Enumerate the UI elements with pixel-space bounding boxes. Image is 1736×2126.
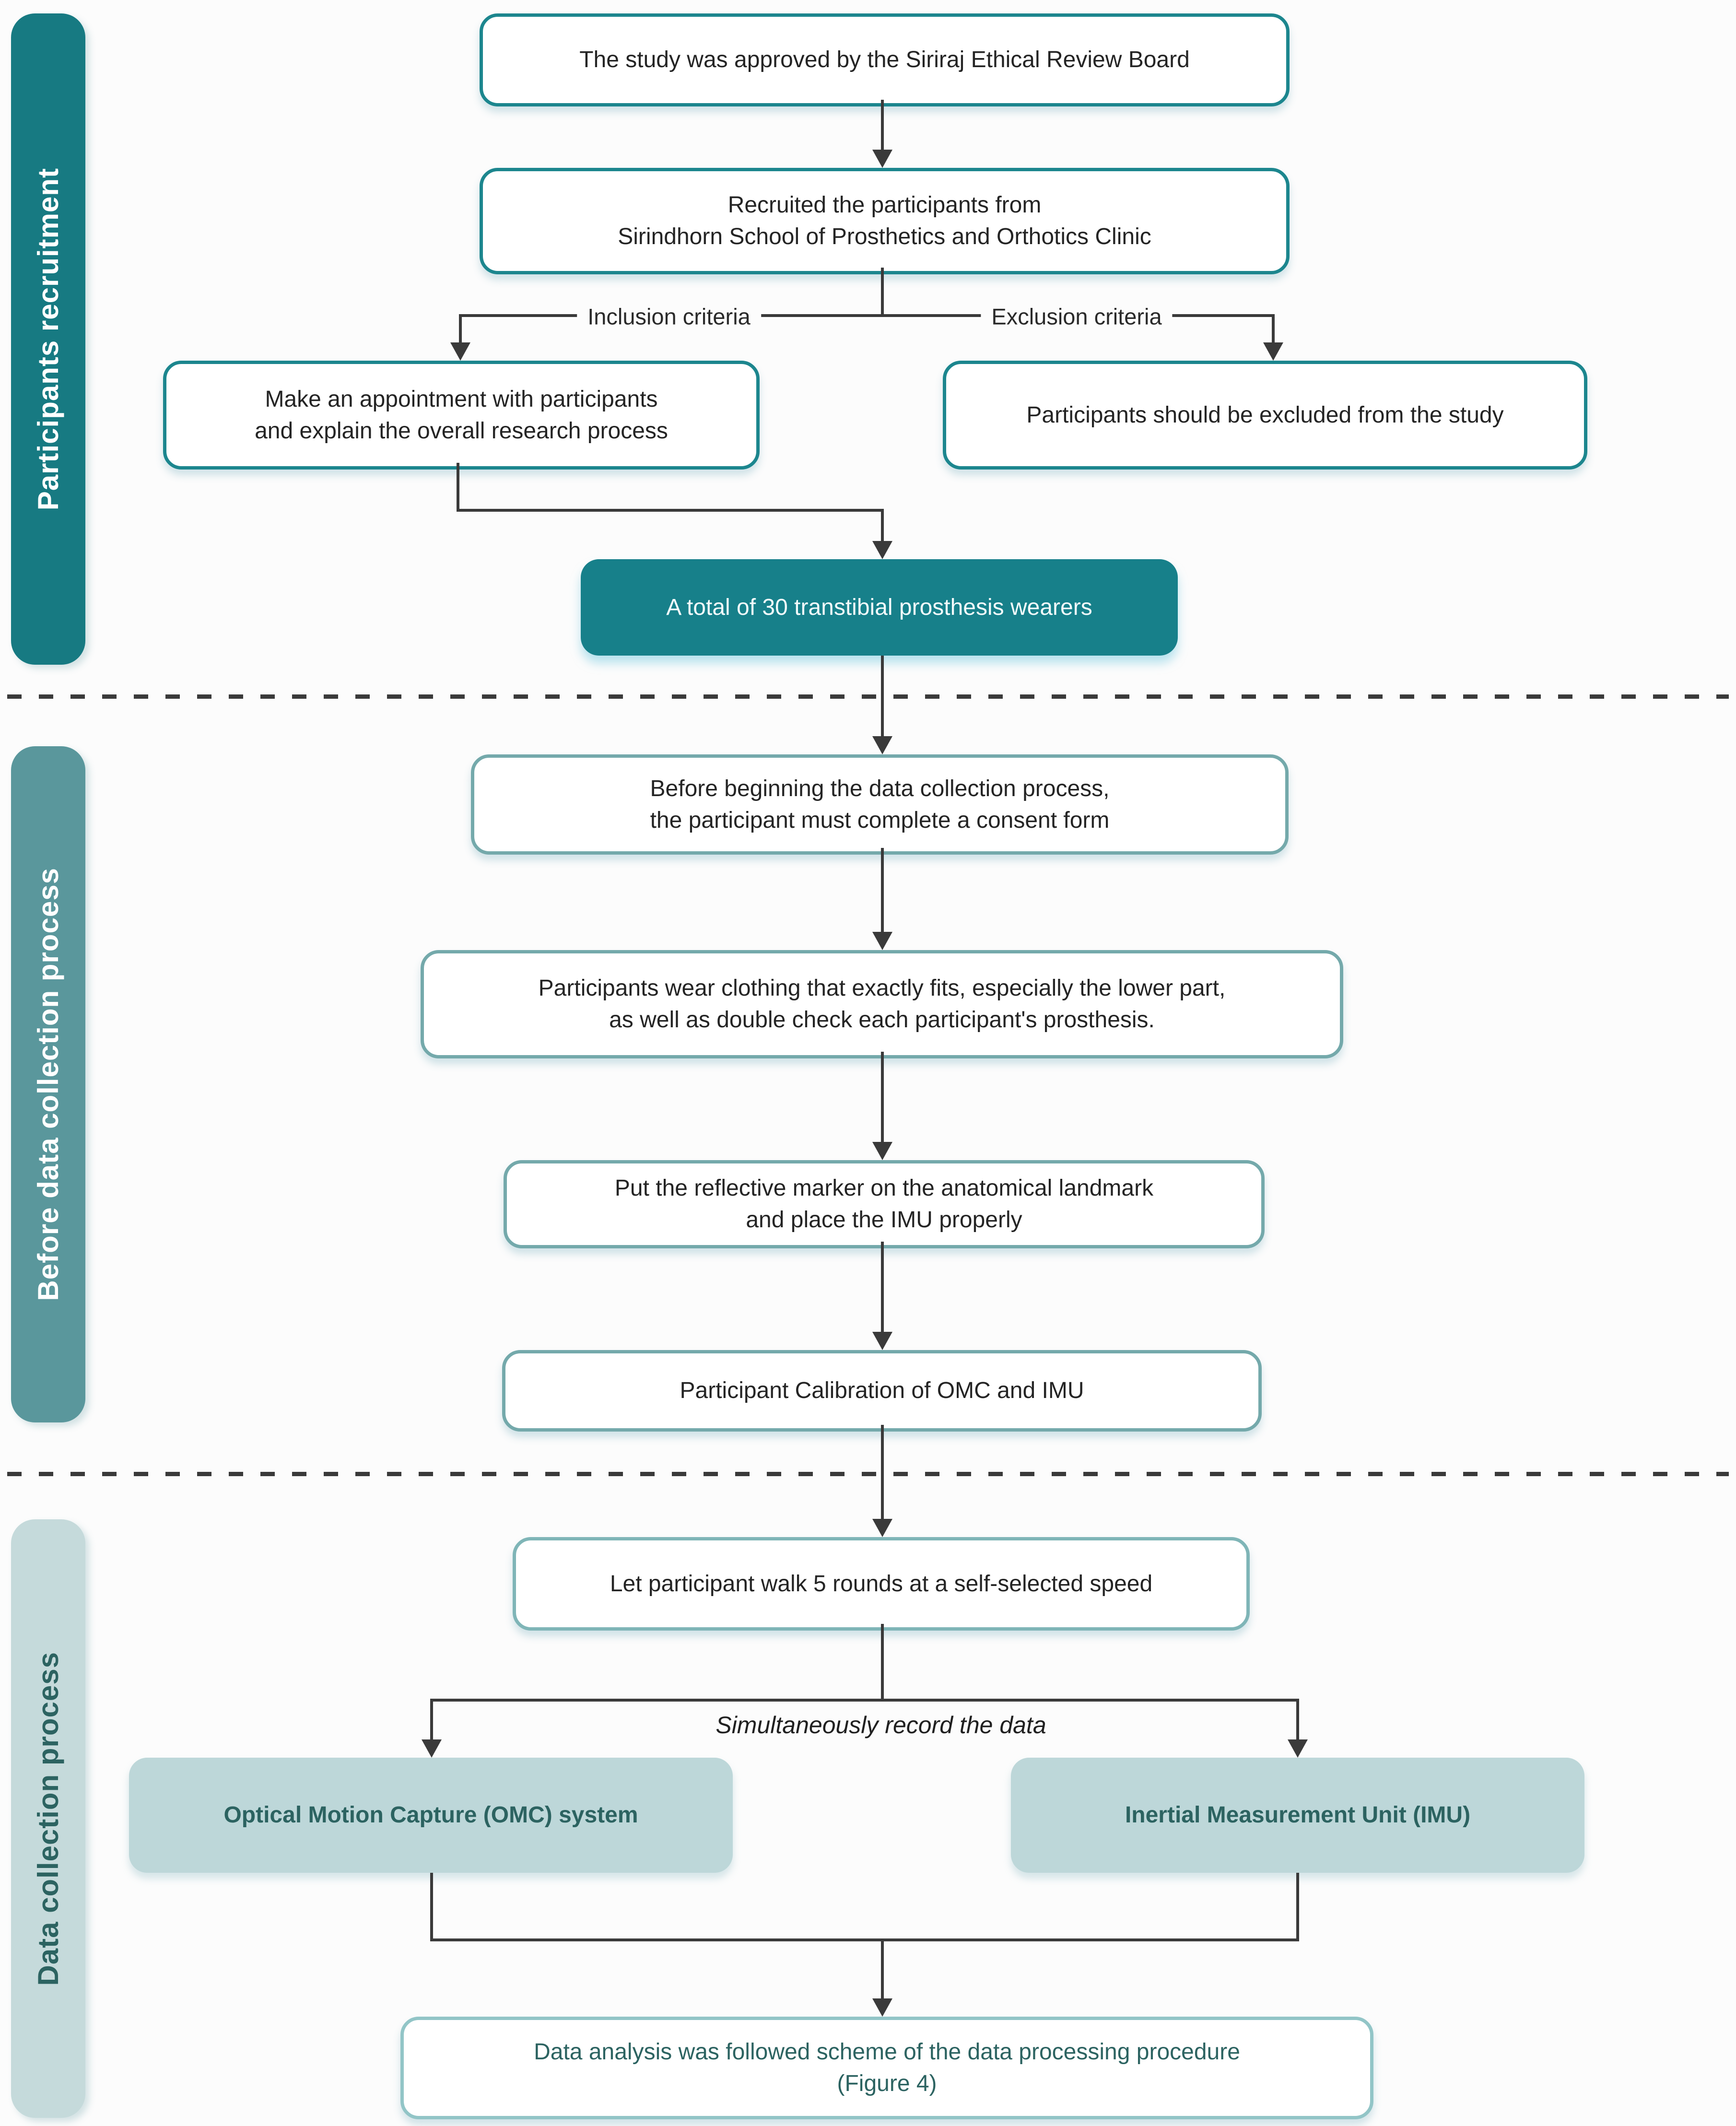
node-text: Data analysis was followed scheme of the… — [534, 2039, 1240, 2065]
node-text: Sirindhorn School of Prosthetics and Ort… — [618, 224, 1151, 249]
node-text: Recruited the participants from — [727, 192, 1042, 218]
connector-line — [430, 1938, 1299, 1941]
arrowhead-down — [872, 150, 892, 168]
connector-line — [430, 1699, 433, 1740]
connector-line — [1296, 1873, 1299, 1941]
node-text: Optical Motion Capture (OMC) system — [223, 1802, 638, 1828]
branch-label-exclusion-criteria: Exclusion criteria — [981, 303, 1173, 330]
node-imu-unit: Inertial Measurement Unit (IMU) — [1011, 1758, 1584, 1873]
arrowhead-down — [872, 736, 892, 754]
node-text: The study was approved by the Siriraj Et… — [579, 47, 1190, 72]
connector-line — [459, 314, 1275, 317]
node-text: as well as double check each participant… — [609, 1007, 1155, 1033]
connector-line — [881, 1425, 884, 1519]
section-label-text: Data collection process — [32, 1651, 64, 1986]
connector-line — [430, 1873, 433, 1941]
node-make-appointment: Make an appointment with participants an… — [163, 361, 760, 470]
node-consent-form: Before beginning the data collection pro… — [471, 754, 1289, 855]
node-total-wearers: A total of 30 transtibial prosthesis wea… — [581, 559, 1178, 656]
section-divider-dashed-line — [7, 694, 1729, 699]
connector-line — [1272, 314, 1275, 343]
arrowhead-down — [872, 541, 892, 559]
branch-label-simultaneously-record: Simultaneously record the data — [716, 1712, 1046, 1738]
node-text: A total of 30 transtibial prosthesis wea… — [666, 594, 1092, 620]
connector-line — [881, 509, 884, 543]
arrowhead-down — [422, 1739, 442, 1758]
arrowhead-down — [1263, 342, 1283, 361]
node-text: Make an appointment with participants — [265, 386, 658, 412]
connector-line — [881, 1938, 884, 2000]
connector-line — [881, 1242, 884, 1332]
arrowhead-down — [450, 342, 470, 361]
arrowhead-down — [872, 1332, 892, 1350]
connector-line — [457, 509, 884, 512]
connector-line — [881, 1624, 884, 1702]
node-text: Participants wear clothing that exactly … — [538, 975, 1226, 1001]
node-wear-clothing: Participants wear clothing that exactly … — [421, 950, 1343, 1058]
section-label-text: Before data collection process — [32, 868, 64, 1301]
node-walk-rounds: Let participant walk 5 rounds at a self-… — [513, 1537, 1250, 1631]
node-text: the participant must complete a consent … — [650, 807, 1110, 833]
node-reflective-marker: Put the reflective marker on the anatomi… — [504, 1160, 1265, 1248]
arrowhead-down — [872, 1519, 892, 1537]
node-text: Put the reflective marker on the anatomi… — [614, 1175, 1154, 1201]
node-text: Before beginning the data collection pro… — [650, 775, 1110, 801]
node-participant-calibration: Participant Calibration of OMC and IMU — [502, 1350, 1262, 1432]
branch-label-inclusion-criteria: Inclusion criteria — [577, 303, 761, 330]
connector-line — [1296, 1699, 1299, 1740]
connector-line — [457, 463, 459, 512]
section-label-data-collection: Data collection process — [11, 1519, 85, 2118]
node-text: Participant Calibration of OMC and IMU — [680, 1378, 1084, 1403]
node-omc-system: Optical Motion Capture (OMC) system — [129, 1758, 733, 1873]
node-text: Inertial Measurement Unit (IMU) — [1125, 1802, 1471, 1828]
node-text: and place the IMU properly — [746, 1207, 1022, 1233]
arrowhead-down — [872, 1142, 892, 1160]
section-label-text: Participants recruitment — [32, 167, 64, 511]
arrowhead-down — [872, 1998, 892, 2017]
node-text: (Figure 4) — [837, 2071, 937, 2096]
node-ethical-approval: The study was approved by the Siriraj Et… — [480, 13, 1290, 106]
connector-line — [881, 656, 884, 738]
connector-line — [459, 314, 462, 343]
node-data-analysis: Data analysis was followed scheme of the… — [400, 2017, 1373, 2119]
connector-line — [881, 100, 884, 152]
arrowhead-down — [1288, 1739, 1308, 1758]
connector-line — [430, 1699, 1299, 1702]
node-text: Let participant walk 5 rounds at a self-… — [610, 1571, 1153, 1597]
node-text: Participants should be excluded from the… — [1026, 402, 1504, 428]
connector-line — [881, 268, 884, 317]
section-label-participants-recruitment: Participants recruitment — [11, 13, 85, 665]
section-divider-dashed-line — [7, 1472, 1729, 1476]
connector-line — [881, 1052, 884, 1142]
node-recruit-participants: Recruited the participants from Sirindho… — [480, 168, 1290, 274]
arrowhead-down — [872, 932, 892, 950]
connector-line — [881, 848, 884, 934]
node-text: and explain the overall research process — [255, 418, 668, 444]
section-label-before-data-collection: Before data collection process — [11, 746, 85, 1422]
node-participants-excluded: Participants should be excluded from the… — [943, 361, 1587, 470]
